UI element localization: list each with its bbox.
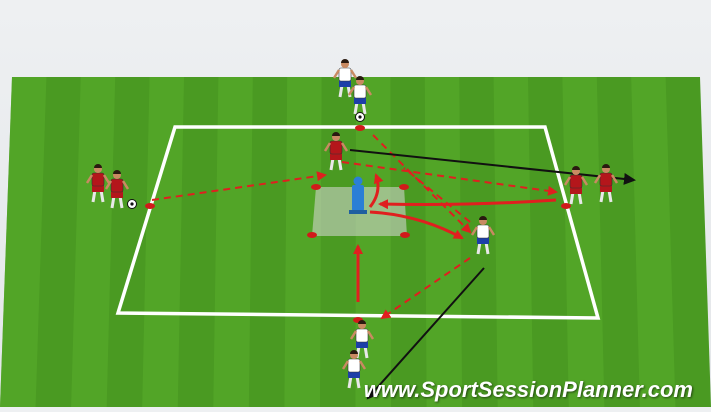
ball-icon: [355, 112, 365, 122]
pass-arrow: [403, 167, 471, 223]
cone-icon: [311, 184, 321, 190]
pitch-stripes: [0, 77, 676, 407]
run-arrow: [378, 198, 557, 210]
player-white-icon: [347, 76, 373, 115]
player-red-icon: [323, 132, 349, 171]
pitch: [0, 77, 711, 407]
cones: [145, 125, 571, 323]
cone-icon: [145, 203, 155, 209]
player-red-icon: [563, 166, 589, 205]
cone-icon: [399, 184, 409, 190]
ball-icon: [127, 199, 137, 209]
player-red-icon: [104, 170, 130, 209]
pass-arrow: [341, 161, 558, 196]
pass-arrow: [372, 134, 472, 234]
arrows: [151, 134, 636, 400]
player-white-icon: [349, 320, 375, 359]
player-red-icon: [85, 164, 111, 203]
cone-icon: [355, 125, 365, 131]
watermark: www.SportSessionPlanner.com: [363, 377, 693, 402]
run-arrow: [368, 173, 384, 208]
player-white-icon: [470, 216, 496, 255]
cone-icon: [400, 232, 410, 238]
player-red-icon: [593, 164, 619, 203]
mannequin-icon: [349, 176, 367, 214]
dribble-arrow: [366, 267, 485, 400]
cone-icon: [561, 203, 571, 209]
player-white-icon: [332, 59, 358, 98]
players: [85, 59, 619, 389]
pass-arrow: [151, 171, 327, 201]
pass-arrow: [380, 257, 471, 320]
player-white-icon: [341, 350, 367, 389]
dribble-arrow: [349, 149, 636, 185]
run-arrow: [369, 210, 464, 240]
cone-icon: [307, 232, 317, 238]
field-boundary: [115, 125, 601, 320]
